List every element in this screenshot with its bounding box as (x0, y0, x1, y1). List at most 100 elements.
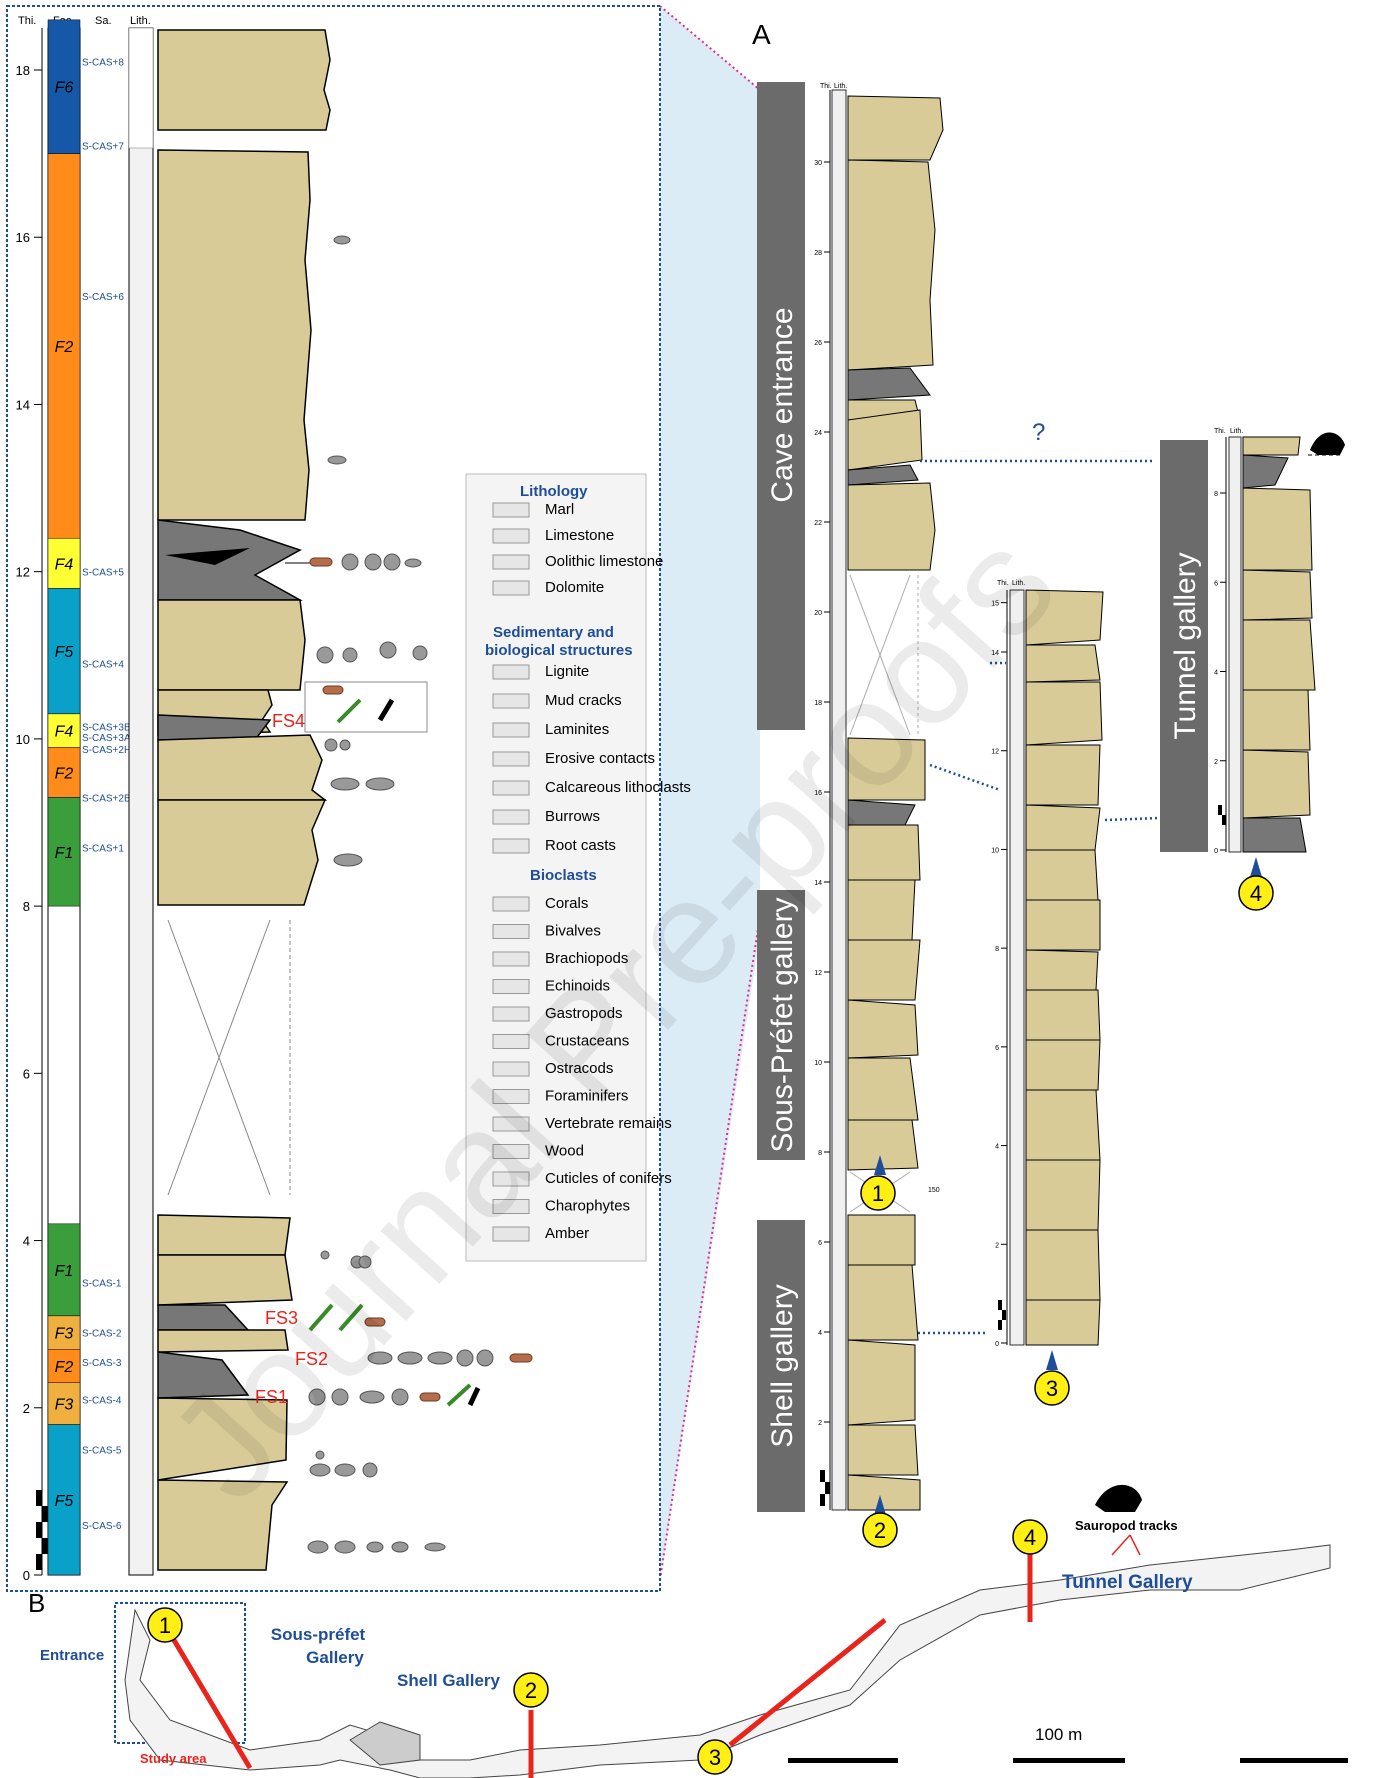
facies-code: F5 (55, 1493, 74, 1510)
thickness-tick-label: 2 (23, 1401, 30, 1416)
facies-bar (47, 153, 81, 539)
legend-swatch (492, 664, 530, 680)
zoom-wedge (660, 6, 760, 1580)
tick-label: 8 (818, 1150, 822, 1157)
legend-item: Crustaceans (545, 1033, 629, 1050)
legend-swatch (492, 1034, 530, 1049)
sample-label: S-CAS+6 (82, 292, 124, 303)
shell-gallery-title: Shell gallery (766, 1284, 799, 1447)
svg-text:2: 2 (525, 1678, 537, 1703)
thickness-tick-label: 0 (23, 1568, 30, 1583)
svg-text:Thi.: Thi. (997, 580, 1009, 587)
conifer-symbols (308, 698, 472, 1407)
tick-label: 2 (1214, 759, 1218, 766)
facies-code: F4 (55, 556, 74, 573)
legend-swatch (492, 1089, 530, 1104)
marker-2 (862, 1512, 898, 1548)
tick-label: 4 (1214, 670, 1218, 677)
sample-label: S-CAS+2H (82, 745, 131, 756)
sous-prefet-title: Sous-Préfet gallery (766, 897, 799, 1152)
tick-label: 6 (995, 1045, 999, 1052)
facies-code: F1 (55, 845, 74, 862)
wood-conifer-symbols (309, 557, 533, 1402)
legend-swatch (492, 780, 530, 796)
checker-scale (36, 1490, 48, 1570)
tick-label: 24 (814, 430, 822, 437)
thickness-tick-label: 6 (23, 1066, 30, 1081)
sample-label: S-CAS+4 (82, 660, 124, 671)
sample-label: S-CAS+5 (82, 568, 124, 579)
marker-3 (1034, 1370, 1070, 1406)
panel-b-label: B (28, 1588, 45, 1618)
header-lithology: Lith. (130, 15, 151, 27)
legend-item: Limestone (545, 527, 614, 544)
facies-code: F2 (55, 765, 74, 782)
sample-label: S-CAS-2 (82, 1329, 122, 1340)
dinosaur-icon-small (1310, 432, 1345, 455)
legend-item: Root casts (545, 837, 616, 854)
legend-bioclasts-title: Bioclasts (530, 867, 597, 884)
tick-label: 14 (814, 880, 822, 887)
svg-text:1: 1 (159, 1613, 171, 1638)
small-note: 150 (928, 1187, 940, 1194)
svg-text:3: 3 (1046, 1376, 1058, 1401)
tick-label: 2 (995, 1242, 999, 1249)
shell-chamber (349, 1721, 421, 1766)
plan-entrance: Entrance (40, 1647, 104, 1664)
facies-code: F3 (55, 1397, 74, 1414)
thickness-tick-label: 14 (16, 397, 30, 412)
facies-bar (47, 19, 81, 154)
facies-bar (47, 1424, 81, 1576)
correlation-lines (918, 459, 1161, 1335)
legend-item: Foraminifers (545, 1088, 628, 1105)
study-area-label: Study area (140, 1751, 207, 1766)
thickness-tick-label: 16 (16, 230, 30, 245)
vertebrate-symbols (377, 698, 481, 1407)
legend-swatch (492, 722, 530, 738)
header-samples: Sa. (95, 15, 112, 27)
facies-bar (47, 797, 81, 907)
facies-code: F3 (55, 1326, 74, 1343)
tick-label: 6 (1214, 580, 1218, 587)
gap-cross-b (167, 919, 271, 1196)
header-thickness: Thi. (18, 15, 36, 27)
legend-lithology-title: Lithology (520, 483, 588, 500)
sample-label: S-CAS-3 (82, 1358, 122, 1369)
plan-sous-prefet-1: Sous-préfet (271, 1625, 366, 1644)
plan-sous-prefet-2: Gallery (306, 1648, 364, 1667)
legend-swatch (492, 896, 530, 912)
facies-code: F2 (55, 339, 74, 356)
facies-code: F2 (55, 1359, 74, 1376)
thickness-tick-label: 10 (16, 732, 30, 747)
tick-label: 8 (1214, 491, 1218, 498)
legend-item: Cuticles of conifers (545, 1170, 672, 1187)
section-lines (162, 1552, 1033, 1778)
facies-bar (47, 1223, 81, 1317)
svg-text:1: 1 (872, 1181, 884, 1206)
question-mark: ? (1032, 419, 1045, 446)
tick-label: 10 (991, 847, 999, 854)
legend-swatch (492, 1116, 530, 1132)
legend-item: Gastropods (545, 1005, 623, 1022)
legend-swatch (492, 1061, 530, 1077)
legend-swatch (492, 1226, 530, 1242)
legend-item: Echinoids (545, 978, 610, 995)
legend-item: Laminites (545, 721, 609, 738)
svg-text:Thi.: Thi. (1214, 428, 1226, 435)
tick-label: 28 (814, 250, 822, 257)
legend-item: Vertebrate remains (545, 1115, 672, 1132)
legend-item: Bivalves (545, 923, 601, 940)
fossil-site-fs2: FS2 (295, 1349, 328, 1369)
legend-item: Calcareous lithoclasts (545, 779, 691, 796)
legend-swatch (492, 1006, 530, 1022)
legend-item: Amber (545, 1225, 589, 1242)
facies-code: F4 (55, 724, 74, 741)
sauropod-tracks-label: Sauropod tracks (1075, 1518, 1178, 1533)
dolomite-fill (128, 27, 154, 149)
facies-bar (47, 1349, 81, 1383)
shell-gallery-bar (757, 1220, 805, 1512)
facies-code: F5 (55, 644, 74, 661)
tick-label: 15 (991, 601, 999, 608)
tick-label: 6 (818, 1240, 822, 1247)
legend-swatch (492, 751, 530, 767)
